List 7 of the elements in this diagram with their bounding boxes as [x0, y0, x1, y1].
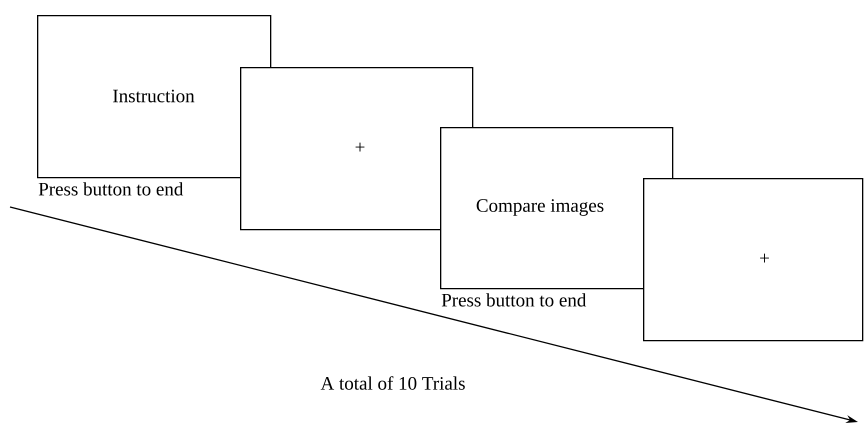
caption-text: Press button to end [38, 182, 184, 196]
screen-box: + [643, 178, 864, 342]
screen-box: Compare images [440, 127, 674, 290]
screen-box: + [240, 67, 474, 230]
screen-box: Instruction [37, 15, 272, 178]
timeline-label: A total of 10 Trials [320, 376, 465, 390]
caption-text: Press button to end [442, 293, 586, 307]
